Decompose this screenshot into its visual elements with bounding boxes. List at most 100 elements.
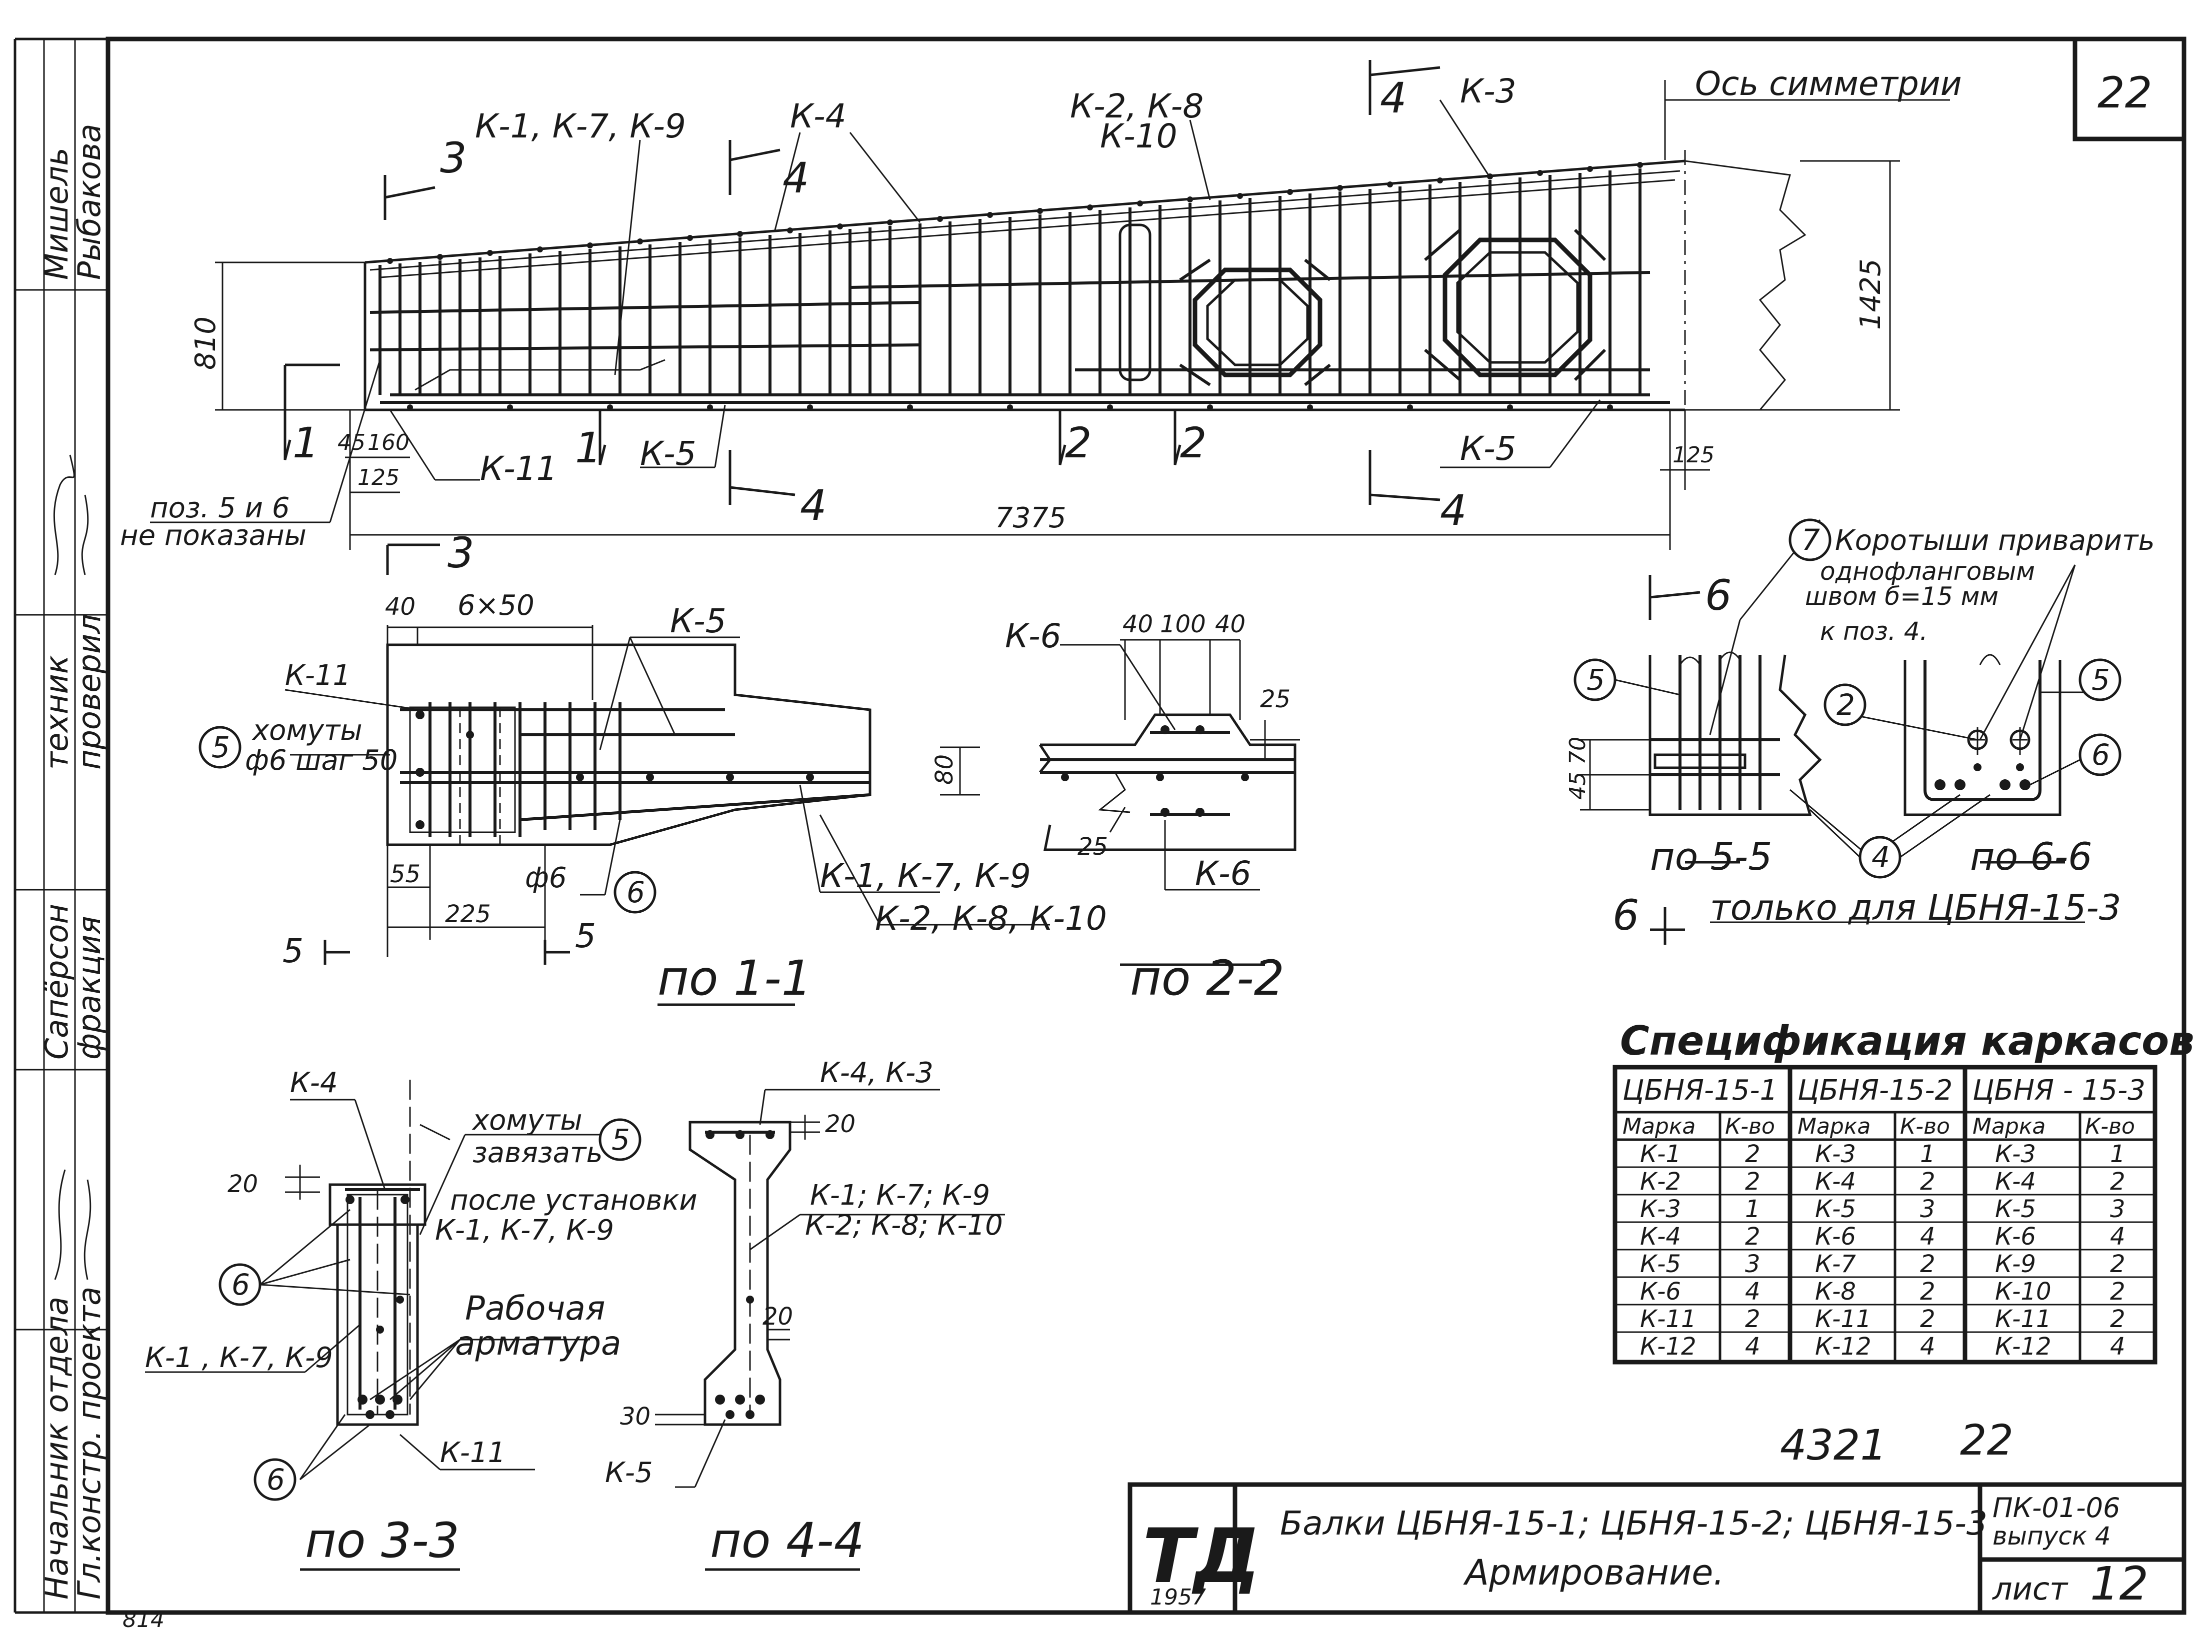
side-strip: Мишель Рыбакова техник проверил Сапёрсон… (38, 124, 108, 1600)
side-sign-1: Рыбакова (71, 124, 108, 280)
sheet-no: 12 (2090, 1557, 2148, 1611)
section-mark-4c: 4 (1380, 73, 1406, 122)
spec-g2-r5-qty: 2 (1920, 1250, 1936, 1278)
section-6-6: 7 2 5 6 4 Коротыши приварить однофлангов… (1705, 518, 2155, 928)
spec-g1-r3-qty: 1 (1745, 1195, 1760, 1223)
spec-g3-r3-mark: К-5 (1995, 1195, 2036, 1223)
mark-5b: 5 (575, 917, 596, 955)
spec-head-g3-mark: Марка (1972, 1114, 2046, 1139)
label-k11: К-11 (480, 449, 558, 488)
circle-2: 2 (1836, 688, 1855, 722)
spec-g2-r2-mark: К-4 (1815, 1168, 1856, 1196)
label-k10: К-10 (1100, 117, 1178, 155)
label-k5-sec44: К-5 (605, 1457, 653, 1489)
label-axis-symmetry: Ось симметрии (1695, 64, 1962, 103)
label-hom-2: ф6 шаг 50 (245, 744, 398, 777)
spec-g1-r4-qty: 2 (1745, 1223, 1760, 1251)
section-3-3: 5 6 6 К-4 хомуты завязать после установк… (145, 1067, 698, 1571)
spec-g3-r4-qty: 4 (2110, 1223, 2126, 1251)
label-after-2: К-1, К-7, К-9 (435, 1214, 614, 1247)
section-5-5: 5 45 70 6 по 5-5 (1565, 575, 1822, 945)
spec-g3-r7-qty: 2 (2110, 1305, 2126, 1333)
weld-note-4: к поз. 4. (1820, 617, 1928, 646)
label-work-2: арматура (455, 1324, 621, 1363)
dim-80: 80 (930, 754, 958, 785)
label-k2810-sec44: К-2; К-8; К-10 (805, 1209, 1003, 1242)
spec-group-1: ЦБНЯ-15-1 (1622, 1074, 1778, 1107)
opening-large (1442, 237, 1592, 377)
spec-g3-r6-qty: 2 (2110, 1278, 2126, 1306)
spec-g3-r3-qty: 3 (2110, 1195, 2126, 1223)
spec-g3-r2-qty: 2 (2110, 1168, 2126, 1196)
dim-225: 225 (445, 900, 491, 928)
dim-40b-sec22: 40 (1215, 610, 1246, 638)
spec-group-2: ЦБНЯ-15-2 (1798, 1074, 1952, 1107)
spec-head-g2-mark: Марка (1798, 1114, 1870, 1139)
title-block: ТД 1957 Балки ЦБНЯ-15-1; ЦБНЯ-15-2; ЦБНЯ… (1128, 1482, 2186, 1615)
section-4-4: К-4, К-3 К-1; К-7; К-9 К-2; К-8; К-10 К-… (605, 1057, 1005, 1571)
section-mark-4d: 4 (1440, 486, 1466, 535)
spec-head-g1-mark: Марка (1622, 1114, 1696, 1139)
spec-g2-r8-qty: 4 (1920, 1333, 1936, 1361)
label-k2-k8-k10-sec11: К-2, К-8, К-10 (875, 899, 1107, 938)
spec-g1-r1-mark: К-1 (1640, 1140, 1681, 1168)
label-hom-2-sec33: завязать (472, 1137, 603, 1169)
spec-g1-r7-mark: К-11 (1640, 1305, 1696, 1333)
weld-note-3: швом б=15 мм (1805, 582, 1998, 611)
section-mark-3a: 3 (440, 133, 466, 182)
label-pos-note-2: не показаны (120, 519, 306, 552)
spec-g1-r3-mark: К-3 (1640, 1195, 1681, 1223)
section-mark-4a: 4 (782, 153, 809, 202)
spec-group-3: ЦБНЯ - 15-3 (1972, 1074, 2146, 1107)
bottom-note: 814 (122, 1607, 164, 1633)
dim-20b-sec44: 20 (762, 1303, 793, 1331)
section-1-1: 5 6 К-11 К-5 хомуты ф6 шаг 50 К-1, К-7, … (198, 589, 1107, 1006)
label-k1-k7-k9-sec11: К-1, К-7, К-9 (820, 857, 1031, 895)
dim-100: 100 (1160, 610, 1206, 638)
dim-70-sec55: 70 (1565, 737, 1590, 765)
dim-40a-sec22: 40 (1122, 610, 1153, 638)
spec-g3-r2-mark: К-4 (1995, 1168, 2036, 1196)
spec-title: Спецификация каркасов (1620, 1018, 2194, 1064)
section-mark-2a: 2 (1065, 418, 1092, 467)
label-k179-sec44: К-1; К-7; К-9 (810, 1179, 990, 1212)
weld-note-2: однофланговым (1820, 557, 2035, 586)
circle-5-sec55: 5 (1586, 663, 1605, 697)
circle-5-sec66: 5 (2092, 663, 2110, 697)
title-sec33: по 3-3 (305, 1513, 460, 1569)
label-k4: К-4 (790, 97, 846, 135)
spec-g1-r8-qty: 4 (1745, 1333, 1760, 1361)
side-name-2: проверил (71, 614, 108, 770)
label-k179-sec33: К-1 , К-7, К-9 (145, 1342, 333, 1374)
dim-40-sec11: 40 (385, 593, 416, 621)
spec-g2-r3-qty: 3 (1920, 1195, 1936, 1223)
label-k5-right: К-5 (1460, 429, 1516, 468)
side-sign-3: фракция (71, 916, 108, 1060)
dim-160: 160 (368, 430, 410, 455)
spec-g1-r2-qty: 2 (1745, 1168, 1760, 1196)
label-k11-sec33: К-11 (440, 1437, 506, 1469)
spec-g2-r1-qty: 1 (1920, 1140, 1936, 1168)
mark-6-top: 6 (1705, 571, 1732, 620)
title-sec22: по 2-2 (1130, 950, 1284, 1006)
spec-g3-r8-mark: К-12 (1995, 1333, 2051, 1361)
spec-g1-r6-qty: 4 (1745, 1278, 1760, 1306)
section-mark-3b: 3 (448, 528, 474, 577)
spec-g2-r6-mark: К-8 (1815, 1278, 1856, 1306)
spec-head-g1-qty: К-во (1725, 1114, 1775, 1139)
dim-6x50: 6×50 (458, 589, 534, 622)
doc-code-1: ПК-01-06 (1992, 1492, 2120, 1524)
dim-55: 55 (390, 860, 420, 888)
doc-code-2: выпуск 4 (1992, 1522, 2111, 1551)
dim-25b: 25 (1078, 833, 1108, 861)
section-mark-1b: 1 (575, 423, 602, 472)
spec-head-g2-qty: К-во (1900, 1114, 1950, 1139)
spec-g2-r3-mark: К-5 (1815, 1195, 1856, 1223)
title-sec11: по 1-1 (658, 950, 812, 1006)
section-mark-1a: 1 (292, 418, 319, 467)
spec-g2-r1-mark: К-3 (1815, 1140, 1856, 1168)
side-name-1: Мишель (38, 147, 75, 280)
label-after-1: после установки (450, 1184, 698, 1217)
spec-g3-r5-mark: К-9 (1995, 1250, 2036, 1278)
